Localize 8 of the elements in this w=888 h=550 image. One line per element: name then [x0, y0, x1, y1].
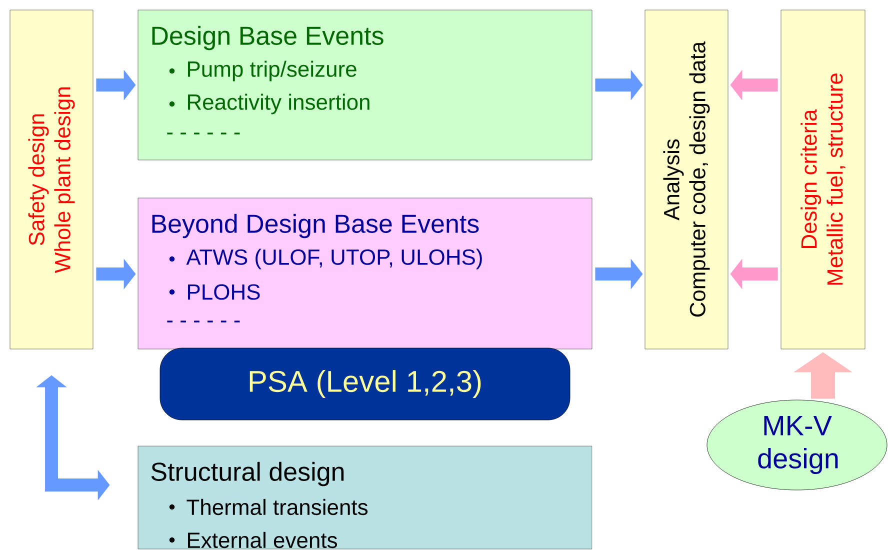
- event-box: Design Base Events Pump trip/seizure Reactivity insertion - - - - - -: [138, 10, 592, 160]
- event-box: Structural design Thermal transients External events: [138, 446, 592, 550]
- label-box: Safety design Whole plant design: [10, 10, 94, 350]
- label-box: Analysis Computer code, design data: [644, 10, 728, 350]
- rounded-box: PSA (Level 1,2,3): [160, 348, 570, 420]
- ellipse-node: MK-V design: [706, 400, 888, 490]
- label-box: Design criteria Metallic fuel, structure: [780, 10, 866, 350]
- event-box: Beyond Design Base Events ATWS (ULOF, UTOP, ULOHS) PLOHS - - - - - -: [138, 198, 592, 350]
